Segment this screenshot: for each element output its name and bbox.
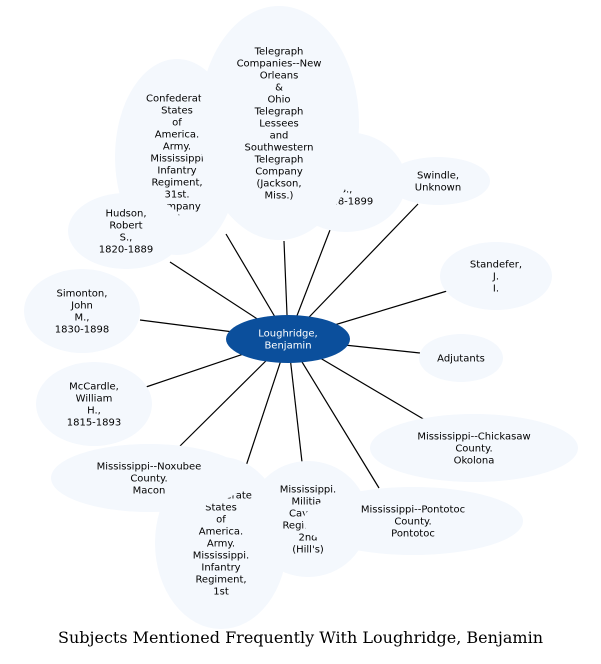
node-confed-1st-label-line: States: [205, 503, 237, 514]
node-hidden-person-label-line: 1818-1899: [319, 197, 374, 208]
node-confed-1st-label-line: Regiment,: [195, 575, 246, 586]
node-confed-31st-label-line: America.: [155, 130, 199, 141]
node-confed-1st-label-line: Mississippi.: [193, 551, 249, 562]
node-adjutants-label-line: Adjutants: [437, 354, 485, 365]
node-telegraph-label-line: Lessees: [259, 119, 298, 130]
edge-swindle: [287, 203, 419, 340]
node-pontotoc-label-line: Pontotoc: [391, 529, 435, 540]
node-standefer-label-line: J.: [492, 272, 499, 283]
node-simonton-label-line: M.,: [75, 313, 90, 324]
node-standefer-shape[interactable]: [440, 242, 552, 310]
node-telegraph-label-line: Telegraph: [254, 107, 304, 118]
node-confed-31st-label-line: Confederate: [146, 94, 208, 105]
node-noxubee-label-line: Macon: [133, 486, 166, 497]
node-confed-31st-label-line: Infantry: [157, 166, 196, 177]
node-hudson-label-line: S.,: [120, 233, 133, 244]
node-confed-31st-label-line: Regiment,: [151, 178, 202, 189]
edge-pontotoc: [287, 338, 380, 489]
node-telegraph-label-line: Ohio: [267, 95, 290, 106]
node-confed-31st-label-line: States: [161, 106, 193, 117]
node-noxubee-label-line: County.: [130, 474, 167, 485]
node-militia-label-line: 2nd: [298, 533, 317, 544]
node-pontotoc-shape[interactable]: [303, 487, 523, 555]
node-telegraph-label-line: and: [270, 131, 289, 142]
node-standefer[interactable]: Standefer,J.I.: [440, 242, 552, 310]
node-pontotoc-label-line: County.: [394, 517, 431, 528]
node-swindle[interactable]: Swindle,Unknown: [386, 157, 490, 205]
graph-caption: Subjects Mentioned Frequently With Lough…: [58, 628, 543, 647]
node-mccardle-label-line: McCardle,: [69, 382, 119, 393]
node-simonton-shape[interactable]: [24, 269, 140, 353]
node-simonton-label-line: 1830-1898: [55, 325, 110, 336]
node-standefer-label-line: Standefer,: [470, 260, 522, 271]
node-militia-label-line: Mississippi.: [280, 485, 336, 496]
node-telegraph-label-line: Telegraph: [254, 155, 304, 166]
node-militia-label-line: Militia.: [292, 497, 325, 508]
node-swindle-label-line: Swindle,: [417, 171, 459, 182]
node-confed-1st-label-line: of: [216, 515, 226, 526]
node-chickasaw-label-line: County.: [455, 444, 492, 455]
node-confed-1st-label-line: Army.: [207, 539, 235, 550]
node-swindle-shape[interactable]: [386, 157, 490, 205]
node-chickasaw-shape[interactable]: [370, 414, 578, 482]
node-layer: ConfederateStatesofAmerica.Army.Mississi…: [24, 6, 578, 629]
node-confed-1st-label-line: Infantry: [201, 563, 240, 574]
node-telegraph-label-line: Telegraph: [254, 47, 304, 58]
node-confed-31st-label-line: 31st.: [164, 190, 189, 201]
node-adjutants[interactable]: Adjutants: [419, 334, 503, 382]
node-confed-31st-label-line: Company: [153, 202, 201, 213]
node-hidden-person-label-line: S.,: [340, 185, 353, 196]
node-telegraph-label-line: &: [275, 83, 283, 94]
node-confed-31st-label-line: of: [172, 118, 182, 129]
node-simonton-label-line: John: [70, 301, 93, 312]
node-telegraph-label-line: Company: [255, 167, 303, 178]
node-confed-1st-label-line: America.: [199, 527, 243, 538]
center-node-layer: Loughridge,Benjamin: [226, 315, 350, 363]
center-node-label-line: Loughridge,: [258, 329, 317, 340]
node-telegraph-shape[interactable]: [199, 6, 359, 240]
node-swindle-label-line: Unknown: [415, 183, 461, 194]
node-hudson-shape[interactable]: [68, 193, 184, 269]
node-simonton-label-line: Simonton,: [57, 289, 108, 300]
center-node-label-line: Benjamin: [264, 341, 311, 352]
node-telegraph-label-line: Companies--New: [237, 59, 322, 70]
node-hudson-label-line: Hudson,: [105, 209, 146, 220]
node-standefer-label-line: I.: [493, 284, 499, 295]
node-chickasaw-label-line: Mississippi--Chickasaw: [417, 432, 530, 443]
node-adjutants-shape[interactable]: [419, 334, 503, 382]
node-noxubee-shape[interactable]: [51, 444, 247, 512]
node-telegraph-label-line: (Jackson,: [256, 179, 301, 190]
node-telegraph-label-line: Orleans: [260, 71, 299, 82]
node-telegraph-label-line: Miss.): [265, 191, 294, 202]
node-mccardle-label-line: H.,: [87, 406, 101, 417]
node-hudson-label-line: 1820-1889: [99, 245, 154, 256]
node-telegraph[interactable]: TelegraphCompanies--NewOrleans&OhioTeleg…: [199, 6, 359, 240]
node-confed-1st-label-line: 1st: [213, 587, 229, 598]
node-mccardle-label-line: 1815-1893: [67, 418, 122, 429]
center-node-shape[interactable]: [226, 315, 350, 363]
node-confed-31st-label-line: Army.: [163, 142, 191, 153]
node-confed-31st-label-line: Mississippi: [150, 154, 203, 165]
node-mccardle-label-line: William: [76, 394, 113, 405]
node-chickasaw-label-line: Okolona: [454, 456, 495, 467]
node-hudson-label-line: Robert: [109, 221, 142, 232]
node-pontotoc-label-line: Mississippi--Pontotoc: [361, 505, 465, 516]
node-telegraph-label-line: Southwestern: [245, 143, 314, 154]
node-noxubee-label-line: Mississippi--Noxubee: [97, 462, 202, 473]
center-node[interactable]: Loughridge,Benjamin: [226, 315, 350, 363]
node-mccardle-shape[interactable]: [36, 362, 152, 446]
node-militia-label-line: (Hill's): [292, 545, 324, 556]
